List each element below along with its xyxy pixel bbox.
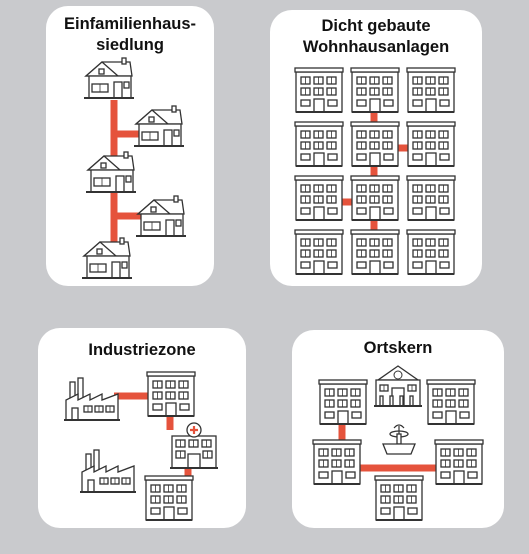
house-network-scene [82, 57, 186, 279]
hospital-icon [170, 422, 218, 469]
house-icon [86, 151, 136, 193]
panel-title: Ortskern [363, 339, 433, 357]
apartment-block-icon [294, 67, 344, 113]
panel-dicht-gebaute-wohnhausanlagen: Dicht gebaute Wohnhausanlagen [270, 10, 482, 286]
house-icon [84, 57, 134, 99]
panel-einfamilienhaussiedlung: Einfamilienhaus- siedlung [46, 6, 214, 286]
apartment-block-icon [406, 229, 456, 275]
apartment-block-icon [350, 175, 400, 221]
apartment-block-icon [144, 475, 194, 521]
apartment-block-icon [294, 121, 344, 167]
town-centre-network-scene [312, 365, 484, 521]
apartment-block-icon [350, 229, 400, 275]
apartment-block-icon [406, 121, 456, 167]
apartment-block-icon [426, 379, 476, 425]
apartment-block-icon [294, 229, 344, 275]
house-icon [134, 105, 184, 147]
panel-title: Einfamilienhaus- siedlung [63, 15, 197, 54]
apartment-block-icon [350, 67, 400, 113]
panel-industriezone: Industriezone [38, 328, 246, 528]
apartment-block-icon [374, 475, 424, 521]
panel-ortskern: Ortskern [292, 330, 504, 528]
apartment-block-icon [146, 371, 196, 417]
panel-title: Industriezone [88, 341, 196, 359]
fountain-icon [382, 424, 416, 455]
town-hall-icon [374, 365, 422, 407]
factory-icon [64, 377, 120, 421]
industry-network-scene [64, 371, 218, 521]
house-icon [136, 195, 186, 237]
apartment-block-icon [406, 175, 456, 221]
house-icon [82, 237, 132, 279]
apartment-block-icon [318, 379, 368, 425]
apartment-block-icon [294, 175, 344, 221]
panel-title: Dicht gebaute Wohnhausanlagen [302, 17, 450, 56]
factory-icon [80, 449, 136, 493]
apartment-network-scene [294, 67, 456, 275]
apartment-block-icon [350, 121, 400, 167]
apartment-block-icon [434, 439, 484, 485]
apartment-block-icon [406, 67, 456, 113]
apartment-block-icon [312, 439, 362, 485]
